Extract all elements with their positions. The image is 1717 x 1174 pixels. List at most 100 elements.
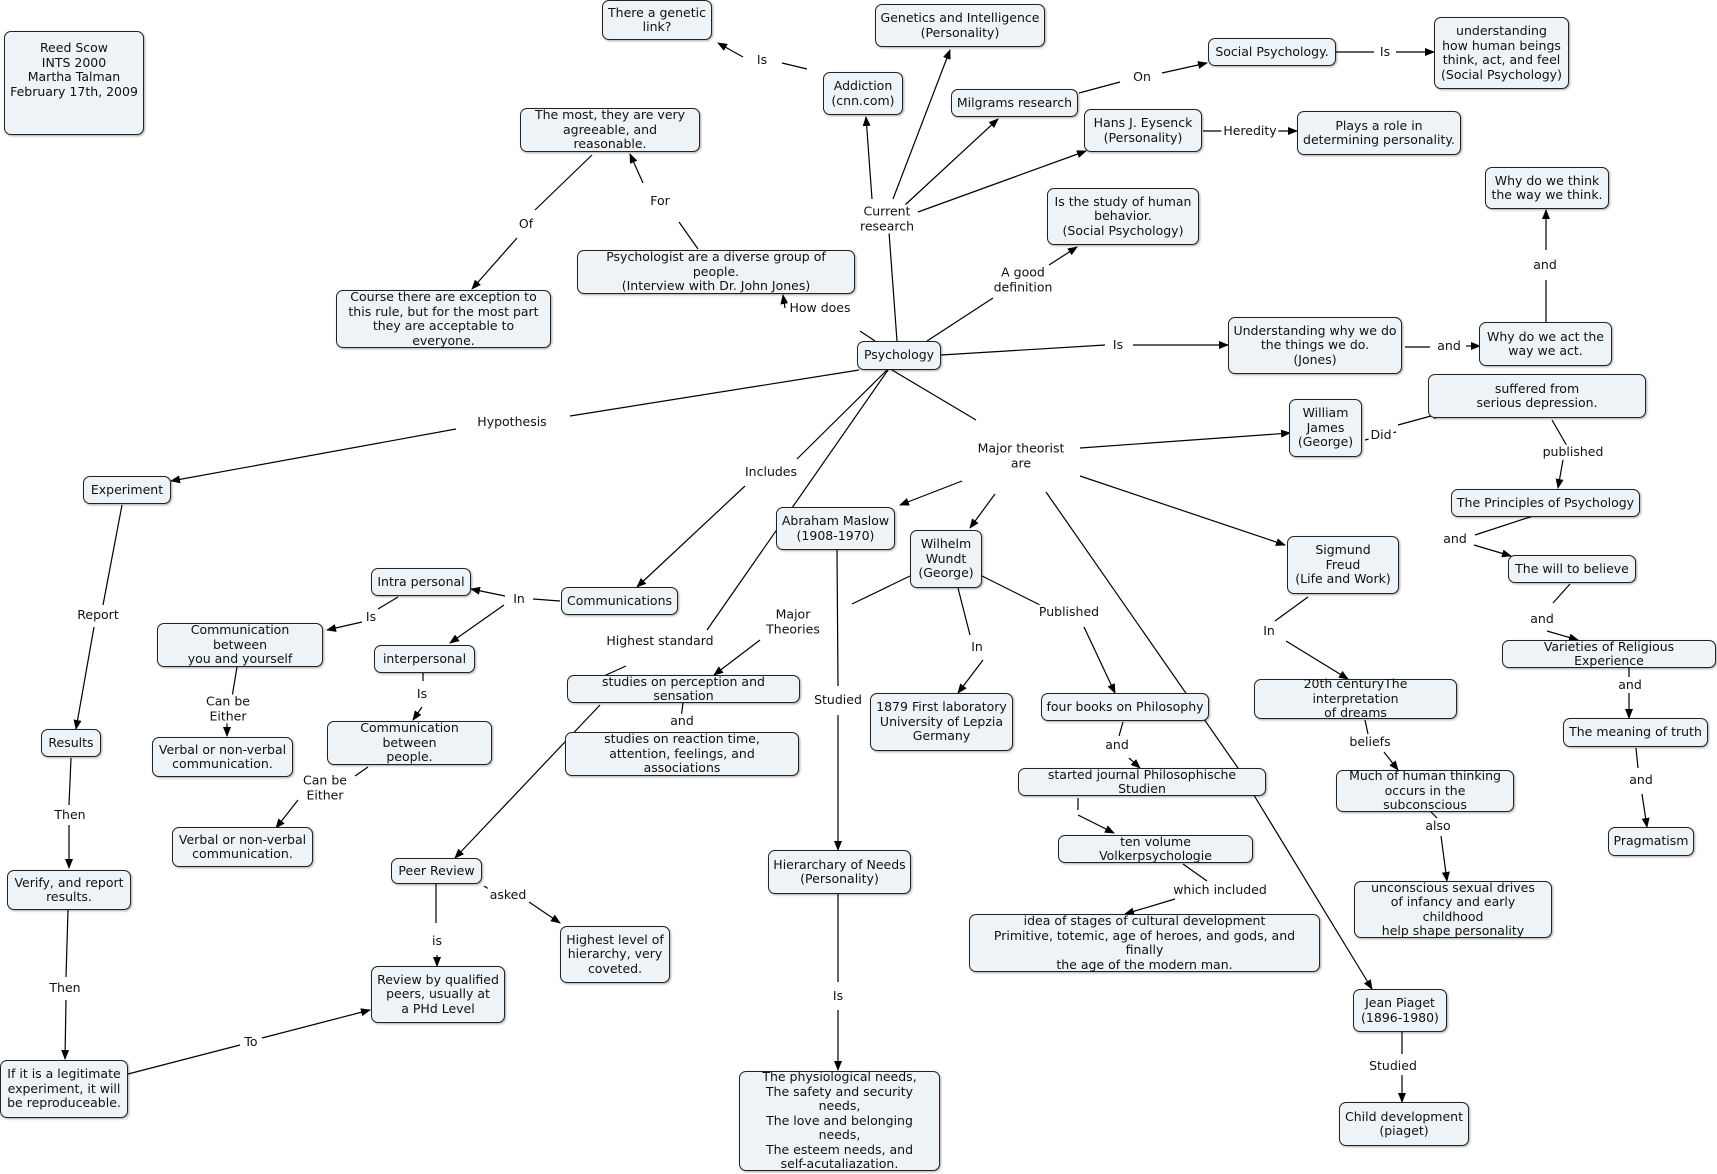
connector-line — [532, 598, 561, 602]
freud-node[interactable]: Sigmund Freud (Life and Work) — [1287, 536, 1399, 594]
connector-line — [127, 1044, 241, 1075]
most-agreeable-node[interactable]: The most, they are very agreeable, and r… — [520, 108, 700, 152]
connector-line — [1474, 515, 1534, 536]
connector-line — [926, 297, 994, 342]
varieties-node[interactable]: Varieties of Religious Experience — [1502, 639, 1716, 668]
cultural-stages-node[interactable]: idea of stages of cultural development P… — [969, 913, 1320, 972]
will-believe-node[interactable]: The will to believe — [1508, 555, 1636, 583]
principles-node[interactable]: The Principles of Psychology — [1451, 489, 1640, 517]
link-label-heredity: Heredity — [1221, 122, 1279, 139]
first-laboratory-node[interactable]: 1879 First laboratory University of Lepz… — [870, 693, 1013, 751]
pragmatism-node[interactable]: Pragmatism — [1608, 827, 1694, 856]
hierarchy-of-needs-node[interactable]: Hierarchary of Needs (Personality) — [768, 850, 911, 894]
connector-arrow — [917, 150, 1087, 213]
connector-line — [1182, 863, 1208, 882]
connector-arrow — [471, 237, 518, 290]
connector-arrow — [326, 621, 363, 632]
connector-line — [781, 62, 808, 70]
milgrams-research-node[interactable]: Milgrams research — [951, 89, 1078, 117]
genetic-link-node[interactable]: There a genetic link? — [602, 0, 712, 40]
link-label-and-think: and — [1531, 256, 1559, 273]
connector-arrow — [1383, 751, 1399, 771]
connector-arrow — [470, 586, 506, 597]
link-label-and-will: and — [1528, 610, 1556, 627]
twentieth-century-node[interactable]: 20th centuryThe interpretation of dreams — [1254, 677, 1457, 720]
why-act-node[interactable]: Why do we act the way we act. — [1479, 322, 1612, 366]
comm-people-node[interactable]: Communication between people. — [327, 721, 492, 765]
link-label-for: For — [648, 192, 672, 209]
needs-list-node[interactable]: The physiological needs, The safety and … — [739, 1070, 940, 1171]
why-think-node[interactable]: Why do we think the way we think. — [1485, 167, 1609, 209]
connector-arrow — [969, 493, 996, 529]
comm-yourself-node[interactable]: Communication between you and yourself — [157, 623, 323, 667]
link-label-good-definition: A good definition — [991, 264, 1055, 295]
verify-node[interactable]: Verify, and report results. — [7, 870, 131, 910]
unconscious-node[interactable]: unconscious sexual drives of infancy and… — [1354, 880, 1552, 938]
link-label-is-genetic: Is — [754, 51, 770, 68]
link-label-in-wundt: In — [969, 638, 985, 655]
jean-piaget-node[interactable]: Jean Piaget (1896-1980) — [1353, 989, 1447, 1032]
author-info-box[interactable]: Reed Scow INTS 2000 Martha Talman Februa… — [4, 31, 144, 135]
link-label-major-theorist: Major theorist are — [975, 440, 1067, 471]
connector-arrow — [61, 999, 70, 1060]
peer-review-node[interactable]: Peer Review — [391, 858, 482, 884]
connector-arrow — [170, 428, 457, 484]
connector-line — [859, 330, 876, 342]
legitimate-experiment-node[interactable]: If it is a legitimate experiment, it wil… — [0, 1060, 128, 1118]
volkerpsychologie-node[interactable]: ten volume Volkerpsychologie — [1058, 834, 1253, 863]
connector-arrow — [904, 118, 999, 206]
experiment-node[interactable]: Experiment — [83, 476, 171, 504]
link-label-published-wundt: Published — [1036, 603, 1102, 620]
social-psychology-node[interactable]: Social Psychology. — [1208, 38, 1336, 66]
subconscious-node[interactable]: Much of human thinking occurs in the sub… — [1336, 769, 1514, 812]
journal-node[interactable]: started journal Philosophische Studien — [1018, 767, 1266, 796]
connector-line — [68, 757, 72, 806]
addiction-node[interactable]: Addiction (cnn.com) — [823, 72, 903, 115]
connector-arrow — [275, 799, 299, 829]
understanding-why-node[interactable]: Understanding why we do the things we do… — [1228, 317, 1402, 374]
verbal-1-node[interactable]: Verbal or non-verbal communication. — [152, 737, 293, 777]
link-label-is-intra: Is — [363, 608, 379, 625]
wundt-node[interactable]: Wilhelm Wundt (George) — [910, 530, 982, 588]
depression-node[interactable]: suffered from serious depression. — [1428, 374, 1646, 418]
interpersonal-node[interactable]: interpersonal — [374, 645, 475, 673]
connector-arrow — [1251, 791, 1373, 990]
link-label-beliefs: beliefs — [1347, 733, 1393, 750]
verbal-2-node[interactable]: Verbal or non-verbal communication. — [172, 827, 313, 867]
connector-arrow — [957, 659, 984, 694]
study-behavior-node[interactable]: Is the study of human behavior. (Social … — [1047, 188, 1199, 245]
communications-node[interactable]: Communications — [561, 587, 678, 615]
exception-node[interactable]: Course there are exception to this rule,… — [336, 289, 551, 348]
four-books-node[interactable]: four books on Philosophy — [1041, 693, 1209, 721]
link-label-can-be-either-1: Can be Either — [204, 693, 252, 724]
connector-line — [796, 369, 888, 460]
william-james-node[interactable]: William James (George) — [1289, 399, 1362, 457]
connector-line — [1045, 491, 1255, 792]
connector-line — [65, 909, 69, 978]
link-label-includes: Includes — [742, 463, 800, 480]
meaning-truth-node[interactable]: The meaning of truth — [1563, 718, 1708, 747]
connector-arrow — [862, 116, 873, 200]
maslow-node[interactable]: Abraham Maslow (1908-1970) — [776, 507, 895, 550]
understanding-how-node[interactable]: understanding how human beings think, ac… — [1434, 17, 1569, 89]
results-node[interactable]: Results — [41, 729, 101, 757]
eysenck-node[interactable]: Hans J. Eysenck (Personality) — [1084, 109, 1202, 152]
child-development-node[interactable]: Child development (piaget) — [1339, 1102, 1469, 1146]
heredity-role-node[interactable]: Plays a role in determining personality. — [1297, 111, 1461, 155]
review-qualified-node[interactable]: Review by qualified peers, usually at a … — [371, 966, 505, 1023]
connector-arrow — [892, 49, 951, 200]
highest-level-node[interactable]: Highest level of hierarchy, very coveted… — [560, 926, 670, 983]
link-label-current-research: Current research — [857, 203, 917, 234]
diverse-group-node[interactable]: Psychologist are a diverse group of peop… — [577, 250, 855, 294]
connector-arrow — [1128, 757, 1141, 769]
reaction-time-node[interactable]: studies on reaction time, attention, fee… — [565, 732, 799, 776]
psychology-node[interactable]: Psychology — [857, 341, 941, 370]
genetics-intelligence-node[interactable]: Genetics and Intelligence (Personality) — [875, 4, 1045, 47]
connector-line — [836, 549, 839, 687]
intra-personal-node[interactable]: Intra personal — [371, 568, 471, 596]
connector-arrow — [1077, 814, 1115, 834]
connector-line — [888, 231, 898, 342]
perception-node[interactable]: studies on perception and sensation — [567, 674, 800, 703]
